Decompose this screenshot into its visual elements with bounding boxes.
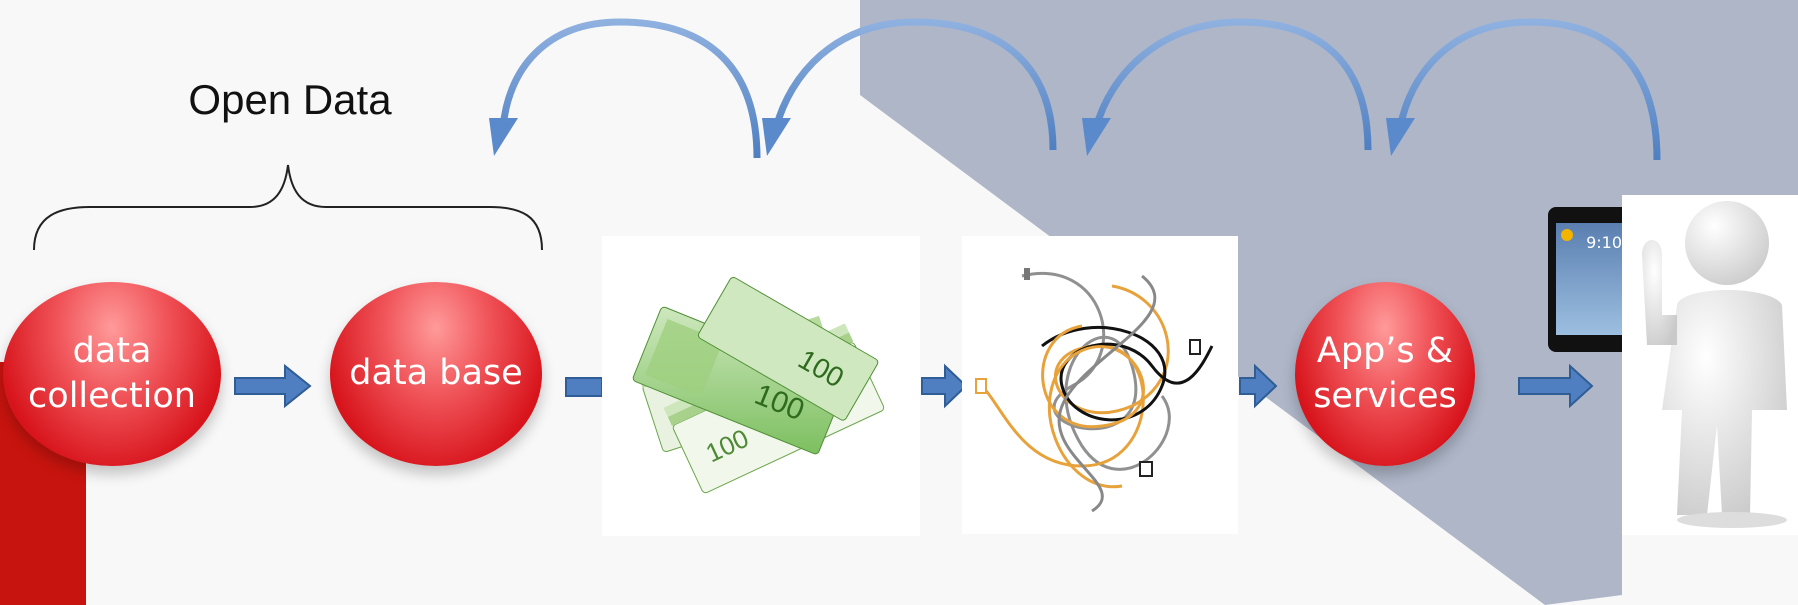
person-image <box>1622 195 1798 535</box>
person-thumbs-up-icon <box>1642 201 1787 528</box>
flow-arrow-5 <box>1518 363 1594 409</box>
cables-image <box>962 236 1238 534</box>
feedback-arrow-1 <box>499 18 761 159</box>
phone-clock: 9:10 <box>1586 233 1622 252</box>
flow-arrow-2 <box>565 377 603 397</box>
feedback-arrow-2 <box>772 18 1057 151</box>
tangled-cables-icon <box>975 268 1214 513</box>
phone-screen: 9:10 <box>1556 223 1626 335</box>
apps-services-node: App’s & services <box>1295 282 1475 466</box>
phone-weather-icon <box>1561 229 1573 241</box>
flow-arrow-3 <box>921 363 968 409</box>
euro-banknotes-icon: 100 100 100 <box>632 276 885 494</box>
money-image: 100 100 100 <box>602 236 920 536</box>
flow-arrow-1 <box>234 363 312 409</box>
smartphone-image: 9:10 <box>1548 207 1634 352</box>
data-base-node: data base <box>330 282 542 466</box>
feedback-arrow-4 <box>1396 18 1661 161</box>
flow-arrow-4 <box>1239 363 1278 409</box>
open-data-label: Open Data <box>188 76 392 123</box>
feedback-arrow-3 <box>1092 18 1372 151</box>
data-collection-node: data collection <box>3 282 221 466</box>
